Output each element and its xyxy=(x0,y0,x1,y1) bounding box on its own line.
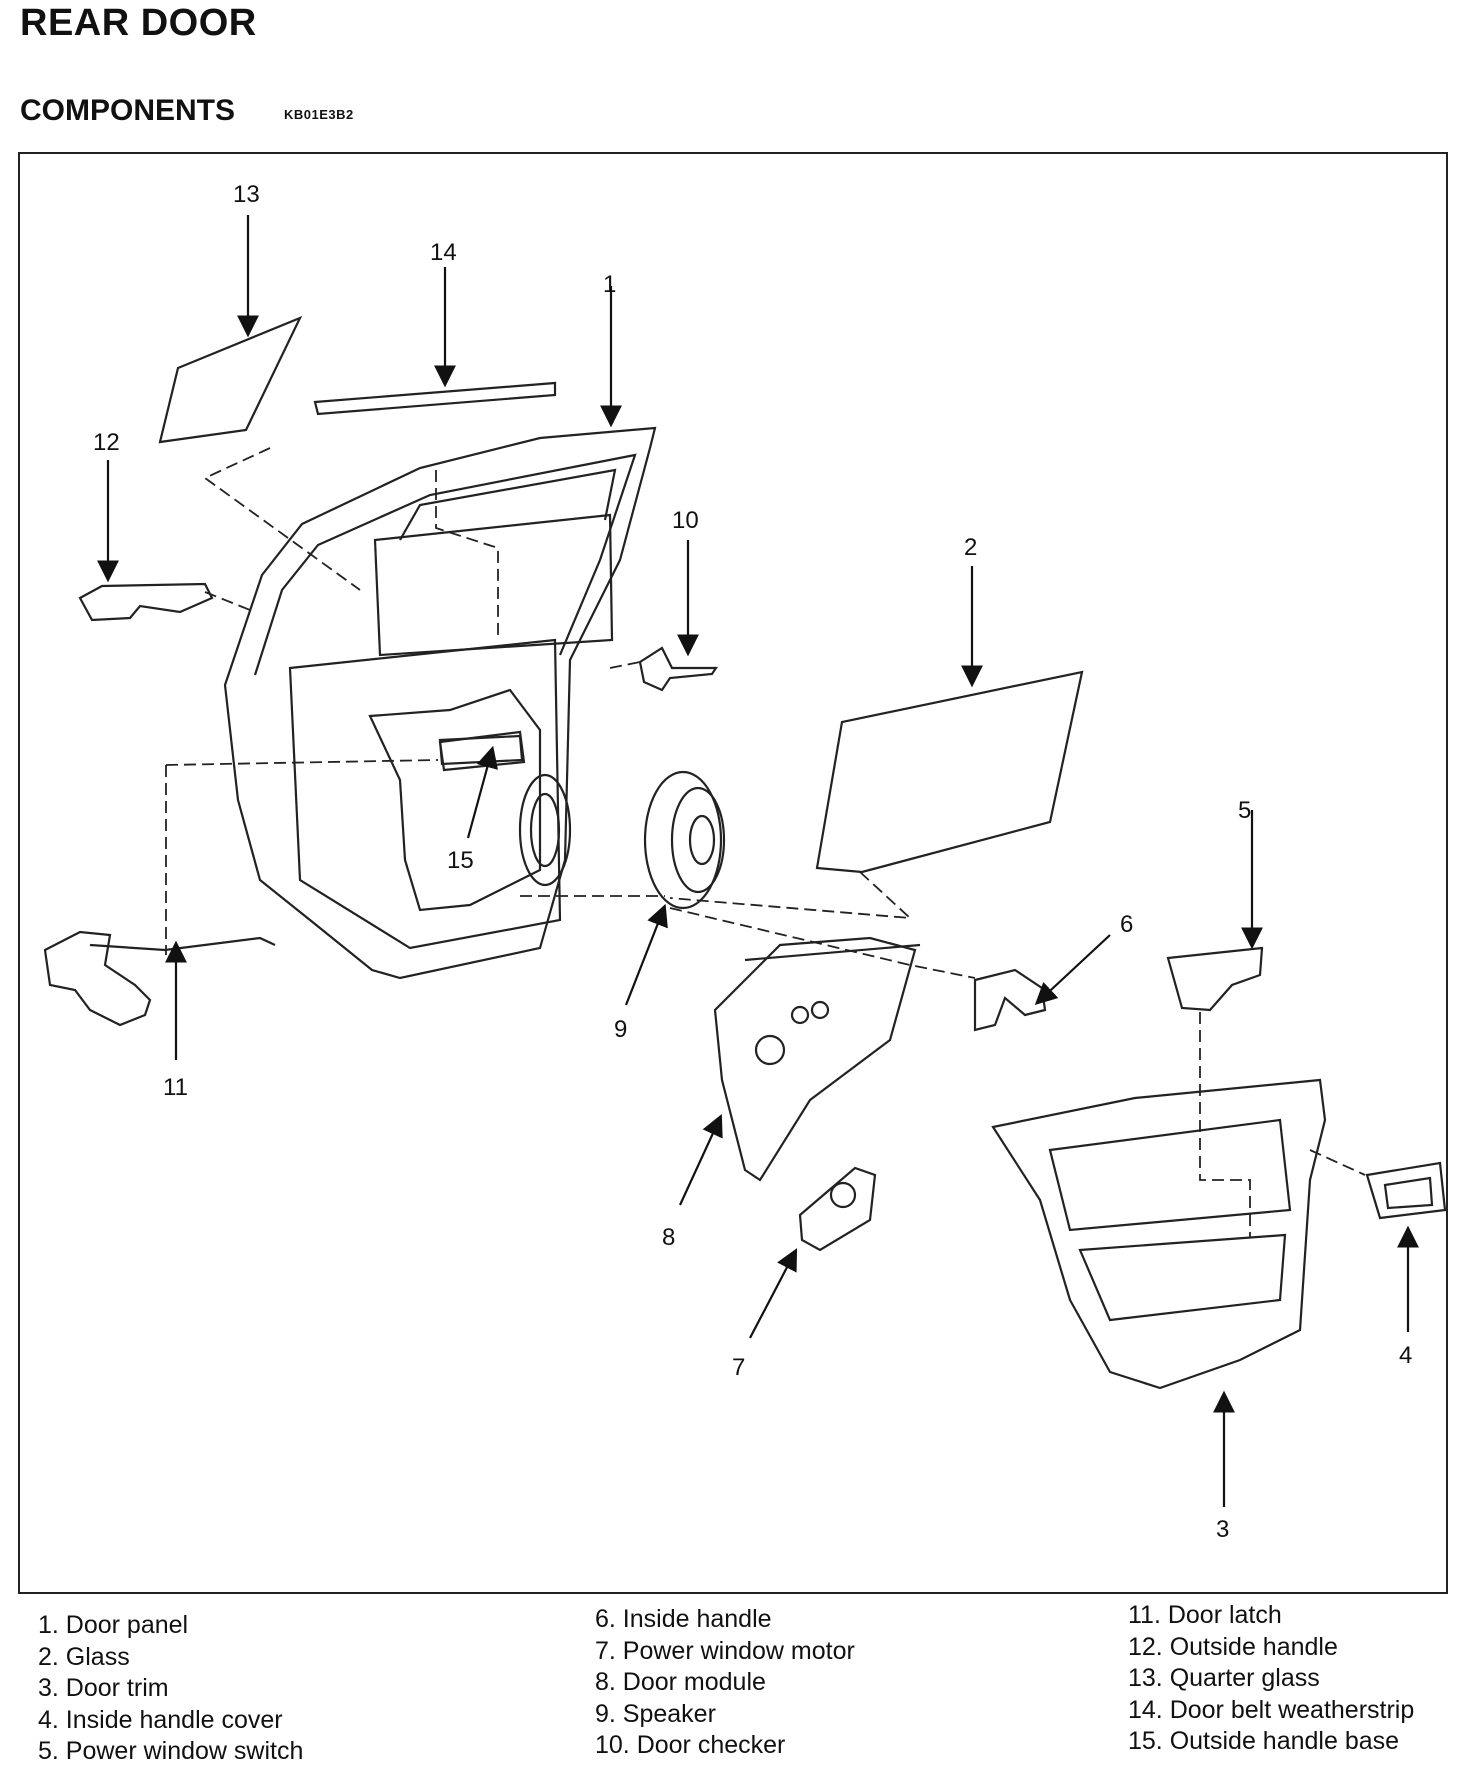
callout-2: 2 xyxy=(964,534,977,561)
callout-15: 15 xyxy=(447,847,474,874)
leader-8 xyxy=(679,1114,723,1206)
legend-item: 8. Door module xyxy=(595,1668,766,1696)
callout-10: 10 xyxy=(672,507,699,534)
callout-3: 3 xyxy=(1216,1516,1229,1543)
leader-7 xyxy=(749,1248,798,1339)
speaker-part xyxy=(643,770,723,910)
callout-13: 13 xyxy=(233,181,260,208)
legend-item: 15. Outside handle base xyxy=(1128,1727,1400,1755)
document-code: KB01E3B2 xyxy=(284,107,354,122)
section-title: COMPONENTS xyxy=(20,94,236,127)
callout-12: 12 xyxy=(93,429,120,456)
power-window-switch-part xyxy=(1166,946,1264,1012)
legend-item: 2. Glass xyxy=(38,1642,130,1671)
legend-item: 14. Door belt weatherstrip xyxy=(1128,1695,1415,1724)
callout-9: 9 xyxy=(614,1016,627,1043)
legend-item: 9. Speaker xyxy=(595,1699,716,1728)
page-title: REAR DOOR xyxy=(20,2,257,44)
legend-item: 13. Quarter glass xyxy=(1128,1664,1320,1692)
legend-item: 4. Inside handle cover xyxy=(38,1705,283,1734)
quarter-glass-part xyxy=(158,315,303,444)
callout-5: 5 xyxy=(1238,797,1251,824)
legend-item: 5. Power window switch xyxy=(38,1737,304,1765)
leader-9 xyxy=(624,903,668,1006)
inside-handle-cover-part xyxy=(1365,1161,1447,1220)
leader-6 xyxy=(1034,934,1111,1005)
diagram-frame xyxy=(18,152,1448,1594)
callout-1: 1 xyxy=(603,271,616,298)
callout-8: 8 xyxy=(662,1224,675,1251)
legend-item: 6. Inside handle xyxy=(595,1605,772,1633)
inside-handle-part xyxy=(973,968,1047,1032)
callout-14: 14 xyxy=(430,239,457,266)
legend-item: 10. Door checker xyxy=(595,1731,786,1759)
callout-4: 4 xyxy=(1399,1342,1412,1369)
outside-handle-part xyxy=(78,582,214,622)
door-latch-part xyxy=(43,930,152,1027)
legend-item: 7. Power window motor xyxy=(595,1636,855,1665)
legend-item: 1. Door panel xyxy=(38,1611,189,1639)
glass-part xyxy=(815,670,1084,874)
callout-7: 7 xyxy=(732,1354,745,1381)
outside-handle-base-part xyxy=(438,730,526,772)
leader-15 xyxy=(466,745,498,839)
exploded-view-diagram: 1 2 3 4 5 6 7 8 9 10 11 12 13 14 15 xyxy=(43,181,1447,1543)
legend-item: 3. Door trim xyxy=(38,1674,169,1702)
callout-11: 11 xyxy=(163,1074,188,1101)
callout-6: 6 xyxy=(1120,911,1133,938)
door-trim-part xyxy=(991,1078,1327,1390)
door-module-part xyxy=(713,936,917,1182)
belt-weatherstrip-part xyxy=(313,381,557,416)
legend-column-3: 11. Door latch 12. Outside handle 13. Qu… xyxy=(1128,1600,1414,1758)
legend-column-2: 6. Inside handle 7. Power window motor 8… xyxy=(595,1604,855,1762)
door-checker-part xyxy=(638,646,719,692)
legend-column-1: 1. Door panel 2. Glass 3. Door trim 4. I… xyxy=(38,1610,303,1768)
power-window-motor-part xyxy=(798,1166,877,1252)
door-panel-part xyxy=(223,426,657,980)
legend-item: 12. Outside handle xyxy=(1128,1632,1338,1661)
legend-item: 11. Door latch xyxy=(1128,1601,1282,1629)
